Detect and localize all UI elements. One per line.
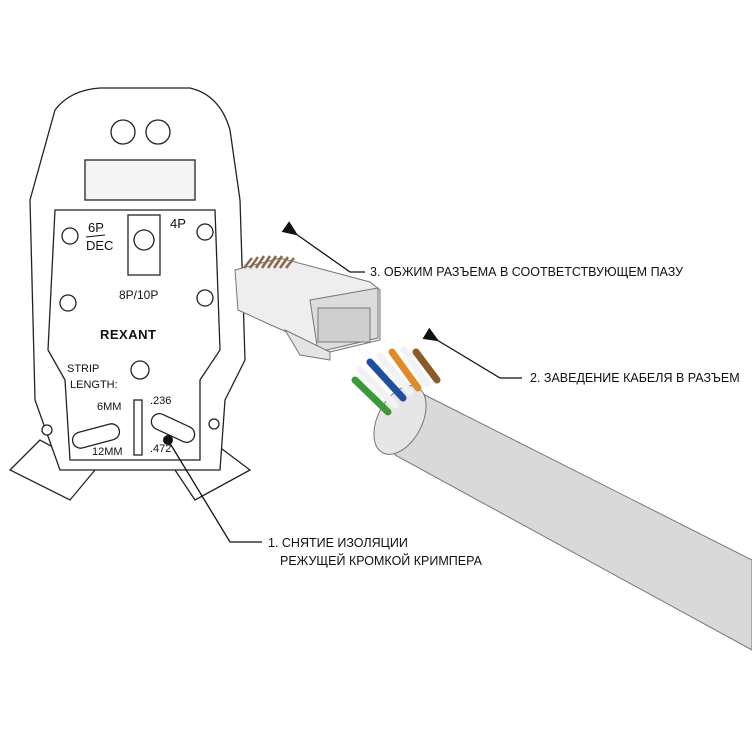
label-strip: STRIP: [67, 363, 99, 375]
label-8p10p: 8P/10P: [119, 288, 158, 302]
step1-leader-line: [167, 439, 262, 543]
step2-label: 2. ЗАВЕДЕНИЕ КАБЕЛЯ В РАЗЪЕМ: [530, 371, 740, 385]
step1-label-line1: 1. СНЯТИЕ ИЗОЛЯЦИИ: [268, 536, 408, 550]
wire-pairs: [351, 346, 441, 416]
step1-label-line2: РЕЖУЩЕЙ КРОМКОЙ КРИМПЕРА: [280, 553, 483, 568]
cable: [351, 346, 752, 651]
label-length: LENGTH:: [70, 379, 118, 391]
crimper-tool: [8, 87, 252, 501]
step3-leader-arrow: [281, 221, 365, 273]
label-12mm: 12MM: [92, 446, 123, 458]
label-6mm: 6MM: [97, 401, 121, 413]
rj45-connector: [234, 255, 381, 361]
label-dec: DEC: [86, 238, 113, 253]
step3-label: 3. ОБЖИМ РАЗЪЕМА В СООТВЕТСТВУЮЩЕМ ПАЗУ: [370, 265, 683, 279]
crimper-labels: 6P DEC 4P 8P/10P REXANT STRIP LENGTH: 6M…: [67, 216, 186, 458]
label-472: .472: [150, 443, 171, 455]
label-236: .236: [150, 395, 171, 407]
connector-contacts: [243, 255, 295, 269]
label-4p: 4P: [170, 216, 186, 231]
step2-leader-arrow: [422, 327, 522, 379]
label-6p: 6P: [88, 220, 104, 235]
brand-logo: REXANT: [100, 327, 156, 342]
